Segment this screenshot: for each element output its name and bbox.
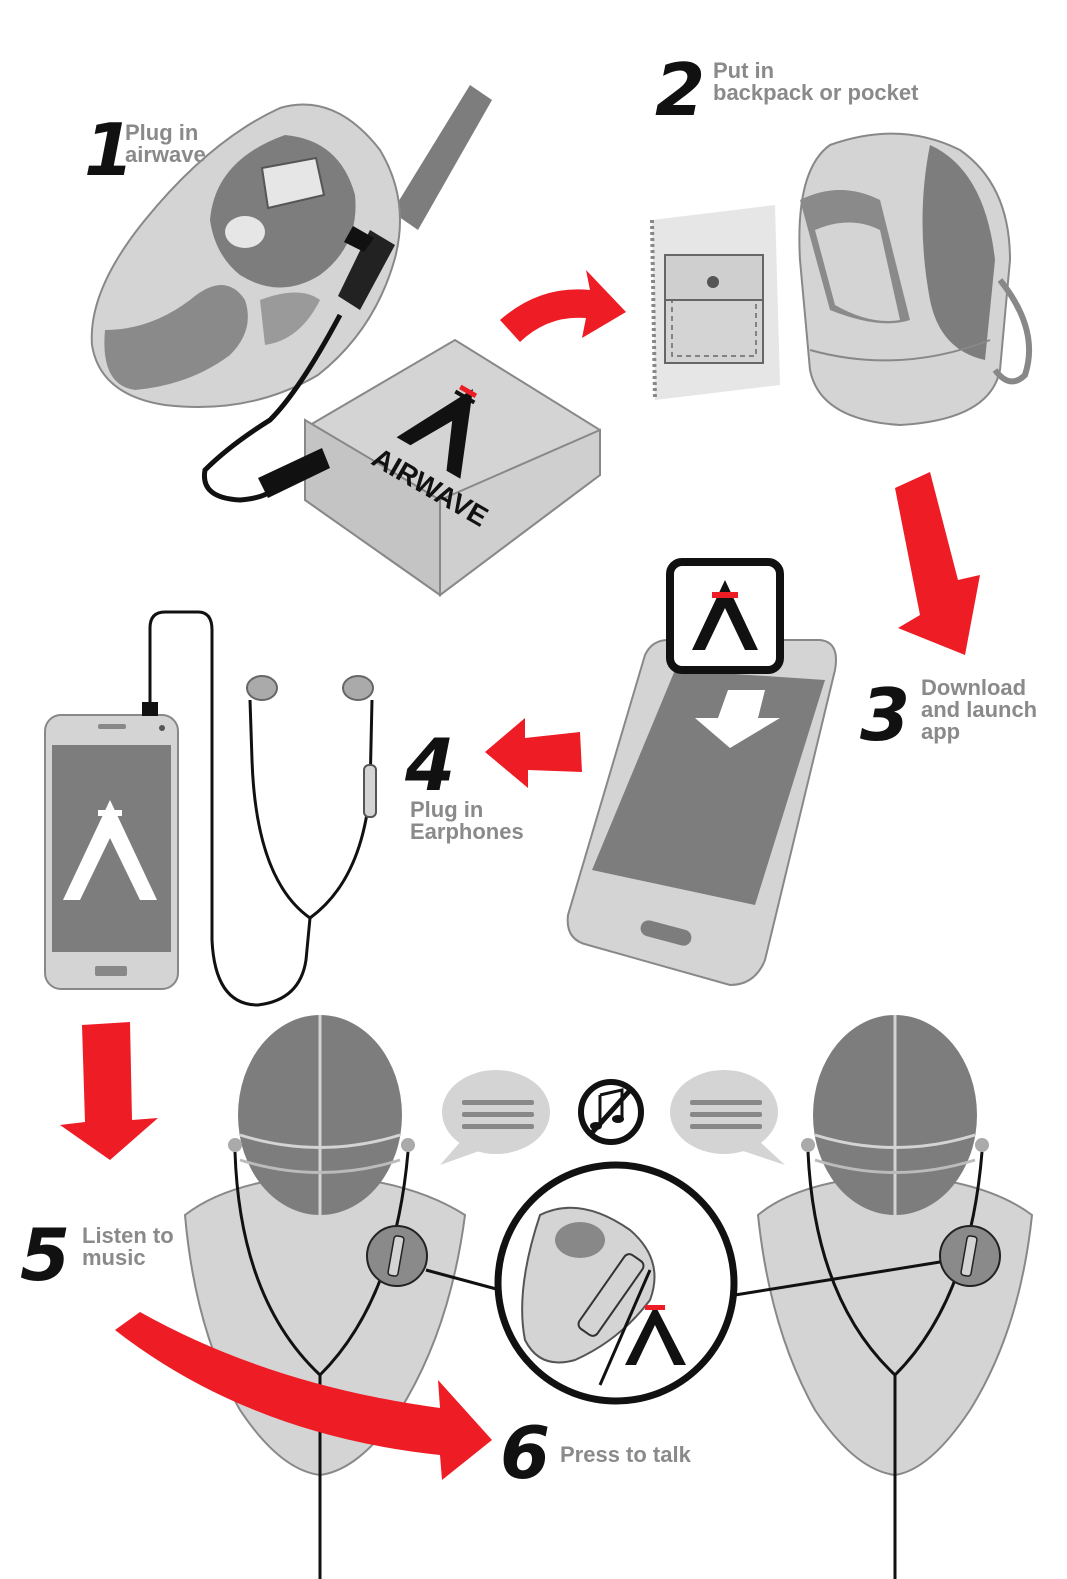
- person-right: [756, 1015, 1034, 1579]
- airwave-device-icon: AIRWAVE: [258, 338, 601, 597]
- step-1-label-line2: airwave: [125, 142, 206, 167]
- step-2-number: 2: [655, 48, 705, 132]
- step-6-label: Press to talk: [560, 1442, 692, 1467]
- backpack-icon: [798, 132, 1033, 427]
- zoom-detail: [494, 1161, 738, 1405]
- app-logo-icon: [666, 558, 784, 674]
- earphone-cable: [148, 610, 312, 1007]
- step-5-label-line2: music: [82, 1245, 146, 1270]
- step-6-number: 6: [500, 1411, 550, 1495]
- arrow-step-5-to-6: [115, 1312, 492, 1480]
- step-3-label-line2: and launch: [921, 697, 1037, 722]
- cable-1: [201, 313, 343, 503]
- smartphone-icon: [566, 639, 837, 987]
- walkie-talkie-icon: [90, 85, 492, 408]
- smartphone-icon: [44, 702, 179, 990]
- zoom-connector-left: [425, 1268, 501, 1292]
- step-4-number: 4: [404, 723, 455, 807]
- step-2-label-line1: Put in: [713, 58, 774, 83]
- person-left: [183, 1015, 467, 1579]
- head-icon: [238, 1015, 402, 1215]
- step-5-number: 5: [20, 1213, 70, 1297]
- arrow-step-1-to-2: [500, 270, 626, 342]
- pocket-icon: [650, 205, 780, 401]
- step-2-label-line2: backpack or pocket: [713, 80, 919, 105]
- earphones-icon: [246, 675, 377, 920]
- remote-button-icon: [939, 1225, 1001, 1287]
- step-3-number: 3: [860, 673, 910, 757]
- step-1-number: 1: [84, 108, 134, 192]
- arrow-step-4-to-5: [60, 1022, 158, 1160]
- step-4-label-line1: Plug in: [410, 797, 483, 822]
- speech-bubble-icon: [670, 1070, 785, 1165]
- zoom-connector-right: [734, 1260, 941, 1297]
- no-music-icon: [578, 1079, 644, 1145]
- speech-bubble-icon: [440, 1070, 550, 1165]
- head-icon: [813, 1015, 977, 1215]
- remote-button-icon: [366, 1225, 428, 1287]
- step-5-label-line1: Listen to: [82, 1223, 174, 1248]
- step-1-label-line1: Plug in: [125, 120, 198, 145]
- step-3-label-line1: Download: [921, 675, 1026, 700]
- arrow-step-2-to-3: [895, 472, 980, 655]
- step-4-label-line2: Earphones: [410, 819, 524, 844]
- step-3-label-line3: app: [921, 719, 960, 744]
- arrow-step-3-to-4: [485, 718, 582, 788]
